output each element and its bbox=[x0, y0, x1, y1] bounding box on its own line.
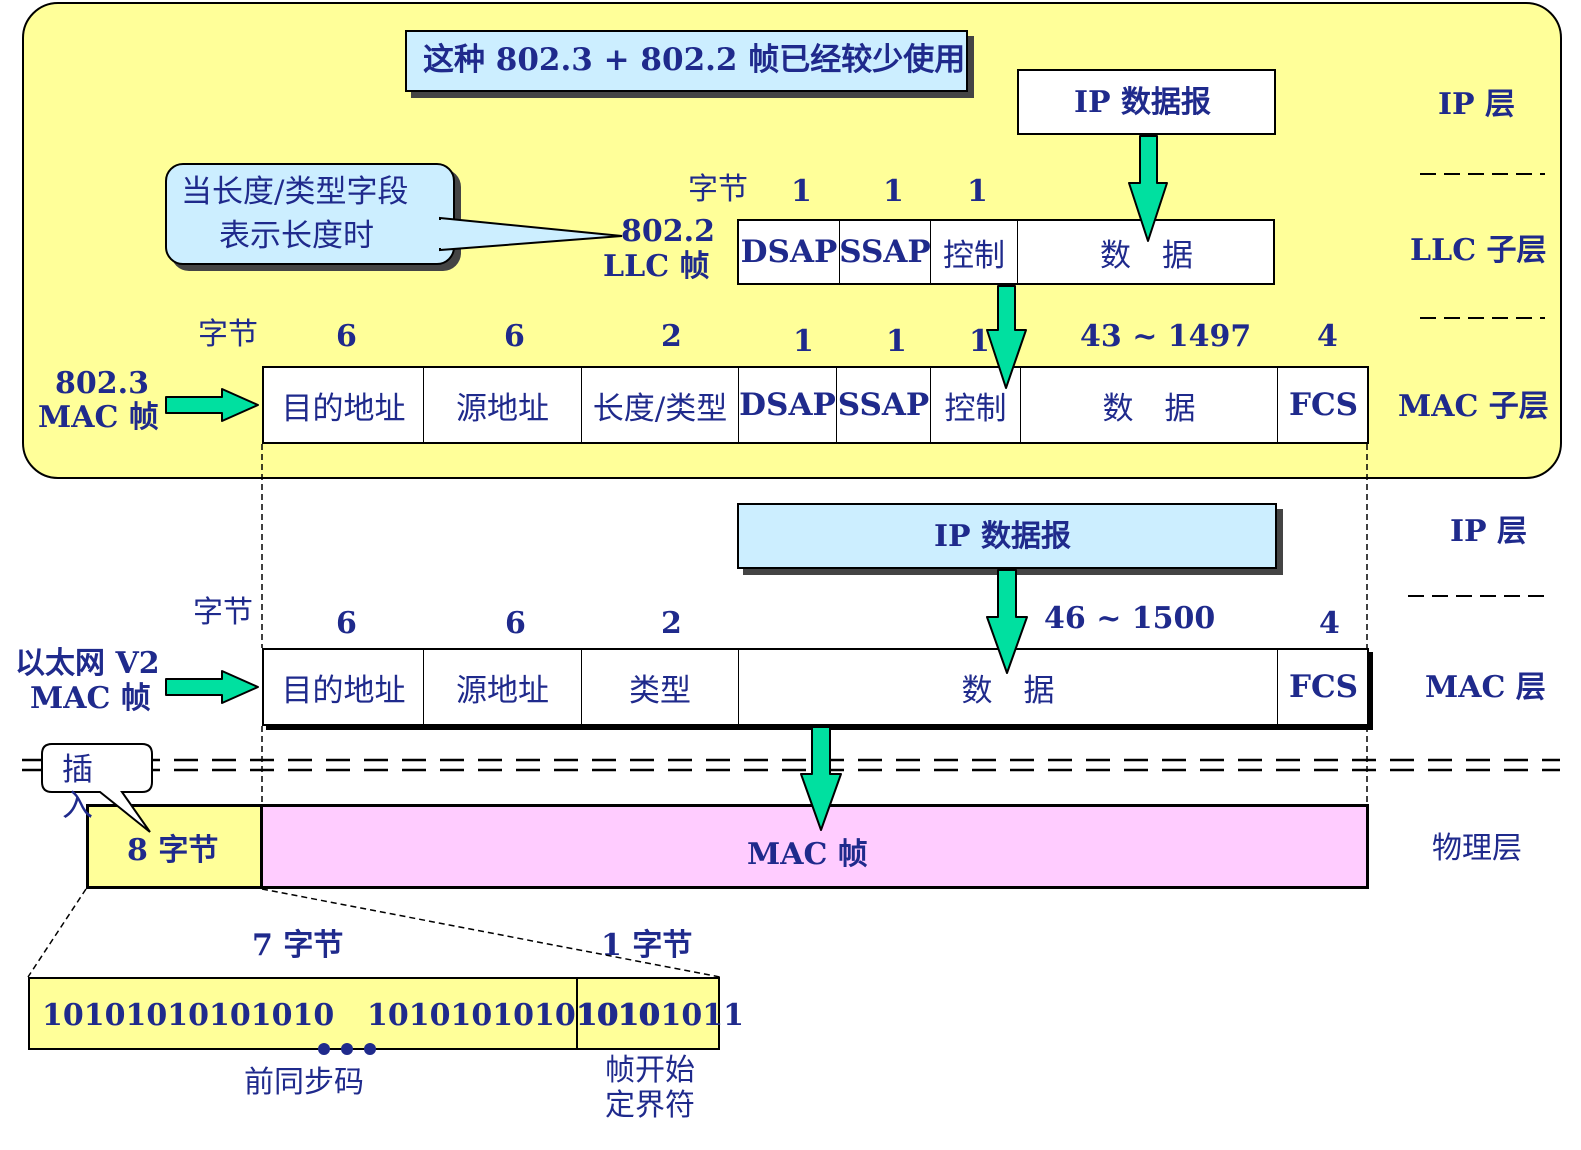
mac8023-field-dsap: DSAP bbox=[739, 368, 837, 442]
ip-datagram-box-bottom: IP 数据报 bbox=[737, 503, 1277, 569]
v2-size-src: 6 bbox=[505, 606, 526, 641]
arrow-8023-side bbox=[165, 388, 259, 422]
seven-bytes-label: 7 字节 bbox=[252, 928, 344, 963]
arrow-v2-to-physical bbox=[800, 726, 842, 831]
callout-line-2: 表示长度时 bbox=[219, 218, 374, 254]
llc-field-ssap: SSAP bbox=[839, 221, 931, 283]
v2-field-dst: 目的地址 bbox=[264, 650, 424, 724]
mac8023-size-fcs: 4 bbox=[1317, 319, 1338, 354]
mac8023-size-src: 6 bbox=[504, 319, 525, 354]
llc-frame: DSAP SSAP 控制 数 据 bbox=[737, 219, 1275, 285]
preamble-bits-right: 10101011 bbox=[577, 998, 744, 1033]
ip-datagram-box-top: IP 数据报 bbox=[1017, 69, 1276, 135]
llc-size-ssap: 1 bbox=[883, 174, 904, 209]
v2-size-data: 46 ~ 1500 bbox=[1044, 601, 1216, 636]
layer-ip-bottom: IP 层 bbox=[1450, 514, 1528, 549]
llc-size-control: 1 bbox=[967, 174, 988, 209]
mac8023-size-data: 43 ~ 1497 bbox=[1080, 319, 1252, 354]
llc-field-data: 数 据 bbox=[1100, 237, 1193, 274]
v2-field-src: 源地址 bbox=[424, 650, 582, 724]
mac8023-bytes-label: 字节 bbox=[198, 317, 258, 352]
mac8023-side-label-1: 802.3 bbox=[55, 366, 149, 401]
arrow-v2-side bbox=[165, 670, 259, 704]
preamble-block-label: 8 字节 bbox=[127, 833, 219, 868]
insert-callout-bubble bbox=[41, 743, 153, 833]
callout-pointer bbox=[439, 216, 623, 252]
v2-side-label-1: 以太网 V2 bbox=[15, 646, 160, 681]
arrow-ip-to-llc bbox=[1128, 135, 1168, 242]
mac8023-size-dst: 6 bbox=[336, 319, 357, 354]
mac8023-size-ssap: 1 bbox=[886, 324, 907, 359]
layer-llc: LLC 子层 bbox=[1410, 233, 1547, 268]
v2-field-fcs: FCS bbox=[1288, 669, 1359, 705]
ellipsis-dot bbox=[364, 1043, 376, 1055]
mac-frame-physical-label: MAC 帧 bbox=[747, 837, 868, 872]
llc-frame-label-2: LLC 帧 bbox=[603, 249, 710, 284]
layer-mac: MAC 层 bbox=[1425, 670, 1546, 705]
llc-frame-label-1: 802.2 bbox=[621, 214, 715, 249]
v2-bytes-label: 字节 bbox=[193, 595, 253, 630]
preamble-block: 8 字节 bbox=[86, 804, 263, 889]
layer-physical: 物理层 bbox=[1432, 831, 1522, 866]
mac-v2-frame: 目的地址 源地址 类型 数 据 FCS bbox=[262, 648, 1369, 726]
llc-size-dsap: 1 bbox=[791, 174, 812, 209]
mac-8023-frame: 目的地址 源地址 长度/类型 DSAP SSAP 控制 数 据 FCS bbox=[262, 366, 1369, 444]
mac8023-field-dst: 目的地址 bbox=[264, 368, 424, 442]
mac8023-field-fcs: FCS bbox=[1288, 387, 1359, 423]
sync-label: 前同步码 bbox=[244, 1065, 364, 1100]
mac8023-field-src: 源地址 bbox=[424, 368, 582, 442]
v2-size-fcs: 4 bbox=[1319, 606, 1340, 641]
llc-field-control: 控制 bbox=[931, 221, 1018, 283]
arrow-ip-to-v2 bbox=[986, 569, 1028, 674]
zoom-line bbox=[261, 888, 721, 978]
llc-field-dsap: DSAP bbox=[739, 221, 840, 283]
ellipsis-dot bbox=[341, 1043, 353, 1055]
mac8023-side-label-2: MAC 帧 bbox=[38, 400, 159, 435]
legacy-note-box: 这种 802.3 + 802.2 帧已经较少使用 bbox=[405, 30, 968, 92]
insert-callout-text: 插入 bbox=[62, 752, 93, 824]
preamble-bits-mid: 10101010101010 bbox=[367, 998, 660, 1033]
sfd-label-2: 定界符 bbox=[605, 1088, 695, 1123]
ip-datagram-top-label: IP 数据报 bbox=[1074, 85, 1212, 120]
v2-size-dst: 6 bbox=[336, 606, 357, 641]
layer-mac-sub: MAC 子层 bbox=[1398, 389, 1549, 424]
llc-bytes-label: 字节 bbox=[688, 172, 748, 207]
mac8023-field-ssap: SSAP bbox=[837, 368, 931, 442]
v2-side-label-2: MAC 帧 bbox=[30, 681, 151, 716]
length-type-callout: 当长度/类型字段 表示长度时 bbox=[165, 163, 455, 265]
callout-line-1: 当长度/类型字段 bbox=[181, 174, 409, 210]
preamble-bits-left: 10101010101010 bbox=[42, 998, 335, 1033]
mac8023-size-control: 1 bbox=[969, 324, 990, 359]
legacy-note-text: 这种 802.3 + 802.2 帧已经较少使用 bbox=[423, 42, 966, 78]
sfd-label-1: 帧开始 bbox=[605, 1053, 695, 1088]
mac8023-size-dsap: 1 bbox=[793, 324, 814, 359]
zoom-line bbox=[27, 888, 87, 978]
mac8023-field-len: 长度/类型 bbox=[582, 368, 739, 442]
v2-field-type: 类型 bbox=[582, 650, 739, 724]
preamble-detail: 10101010101010 10101010101010 10101011 bbox=[28, 977, 744, 1050]
one-byte-label: 1 字节 bbox=[601, 928, 693, 963]
sfd-divider bbox=[576, 979, 578, 1050]
mac8023-size-len: 2 bbox=[661, 319, 682, 354]
ellipsis-dot bbox=[318, 1043, 330, 1055]
ip-datagram-bottom-label: IP 数据报 bbox=[934, 519, 1072, 554]
arrow-llc-to-mac bbox=[986, 285, 1027, 389]
v2-field-data: 数 据 bbox=[739, 650, 1278, 724]
layer-ip-top: IP 层 bbox=[1438, 87, 1516, 122]
mac8023-field-control: 控制 bbox=[931, 368, 1021, 442]
v2-size-type: 2 bbox=[661, 606, 682, 641]
mac8023-field-data: 数 据 bbox=[1021, 368, 1278, 442]
